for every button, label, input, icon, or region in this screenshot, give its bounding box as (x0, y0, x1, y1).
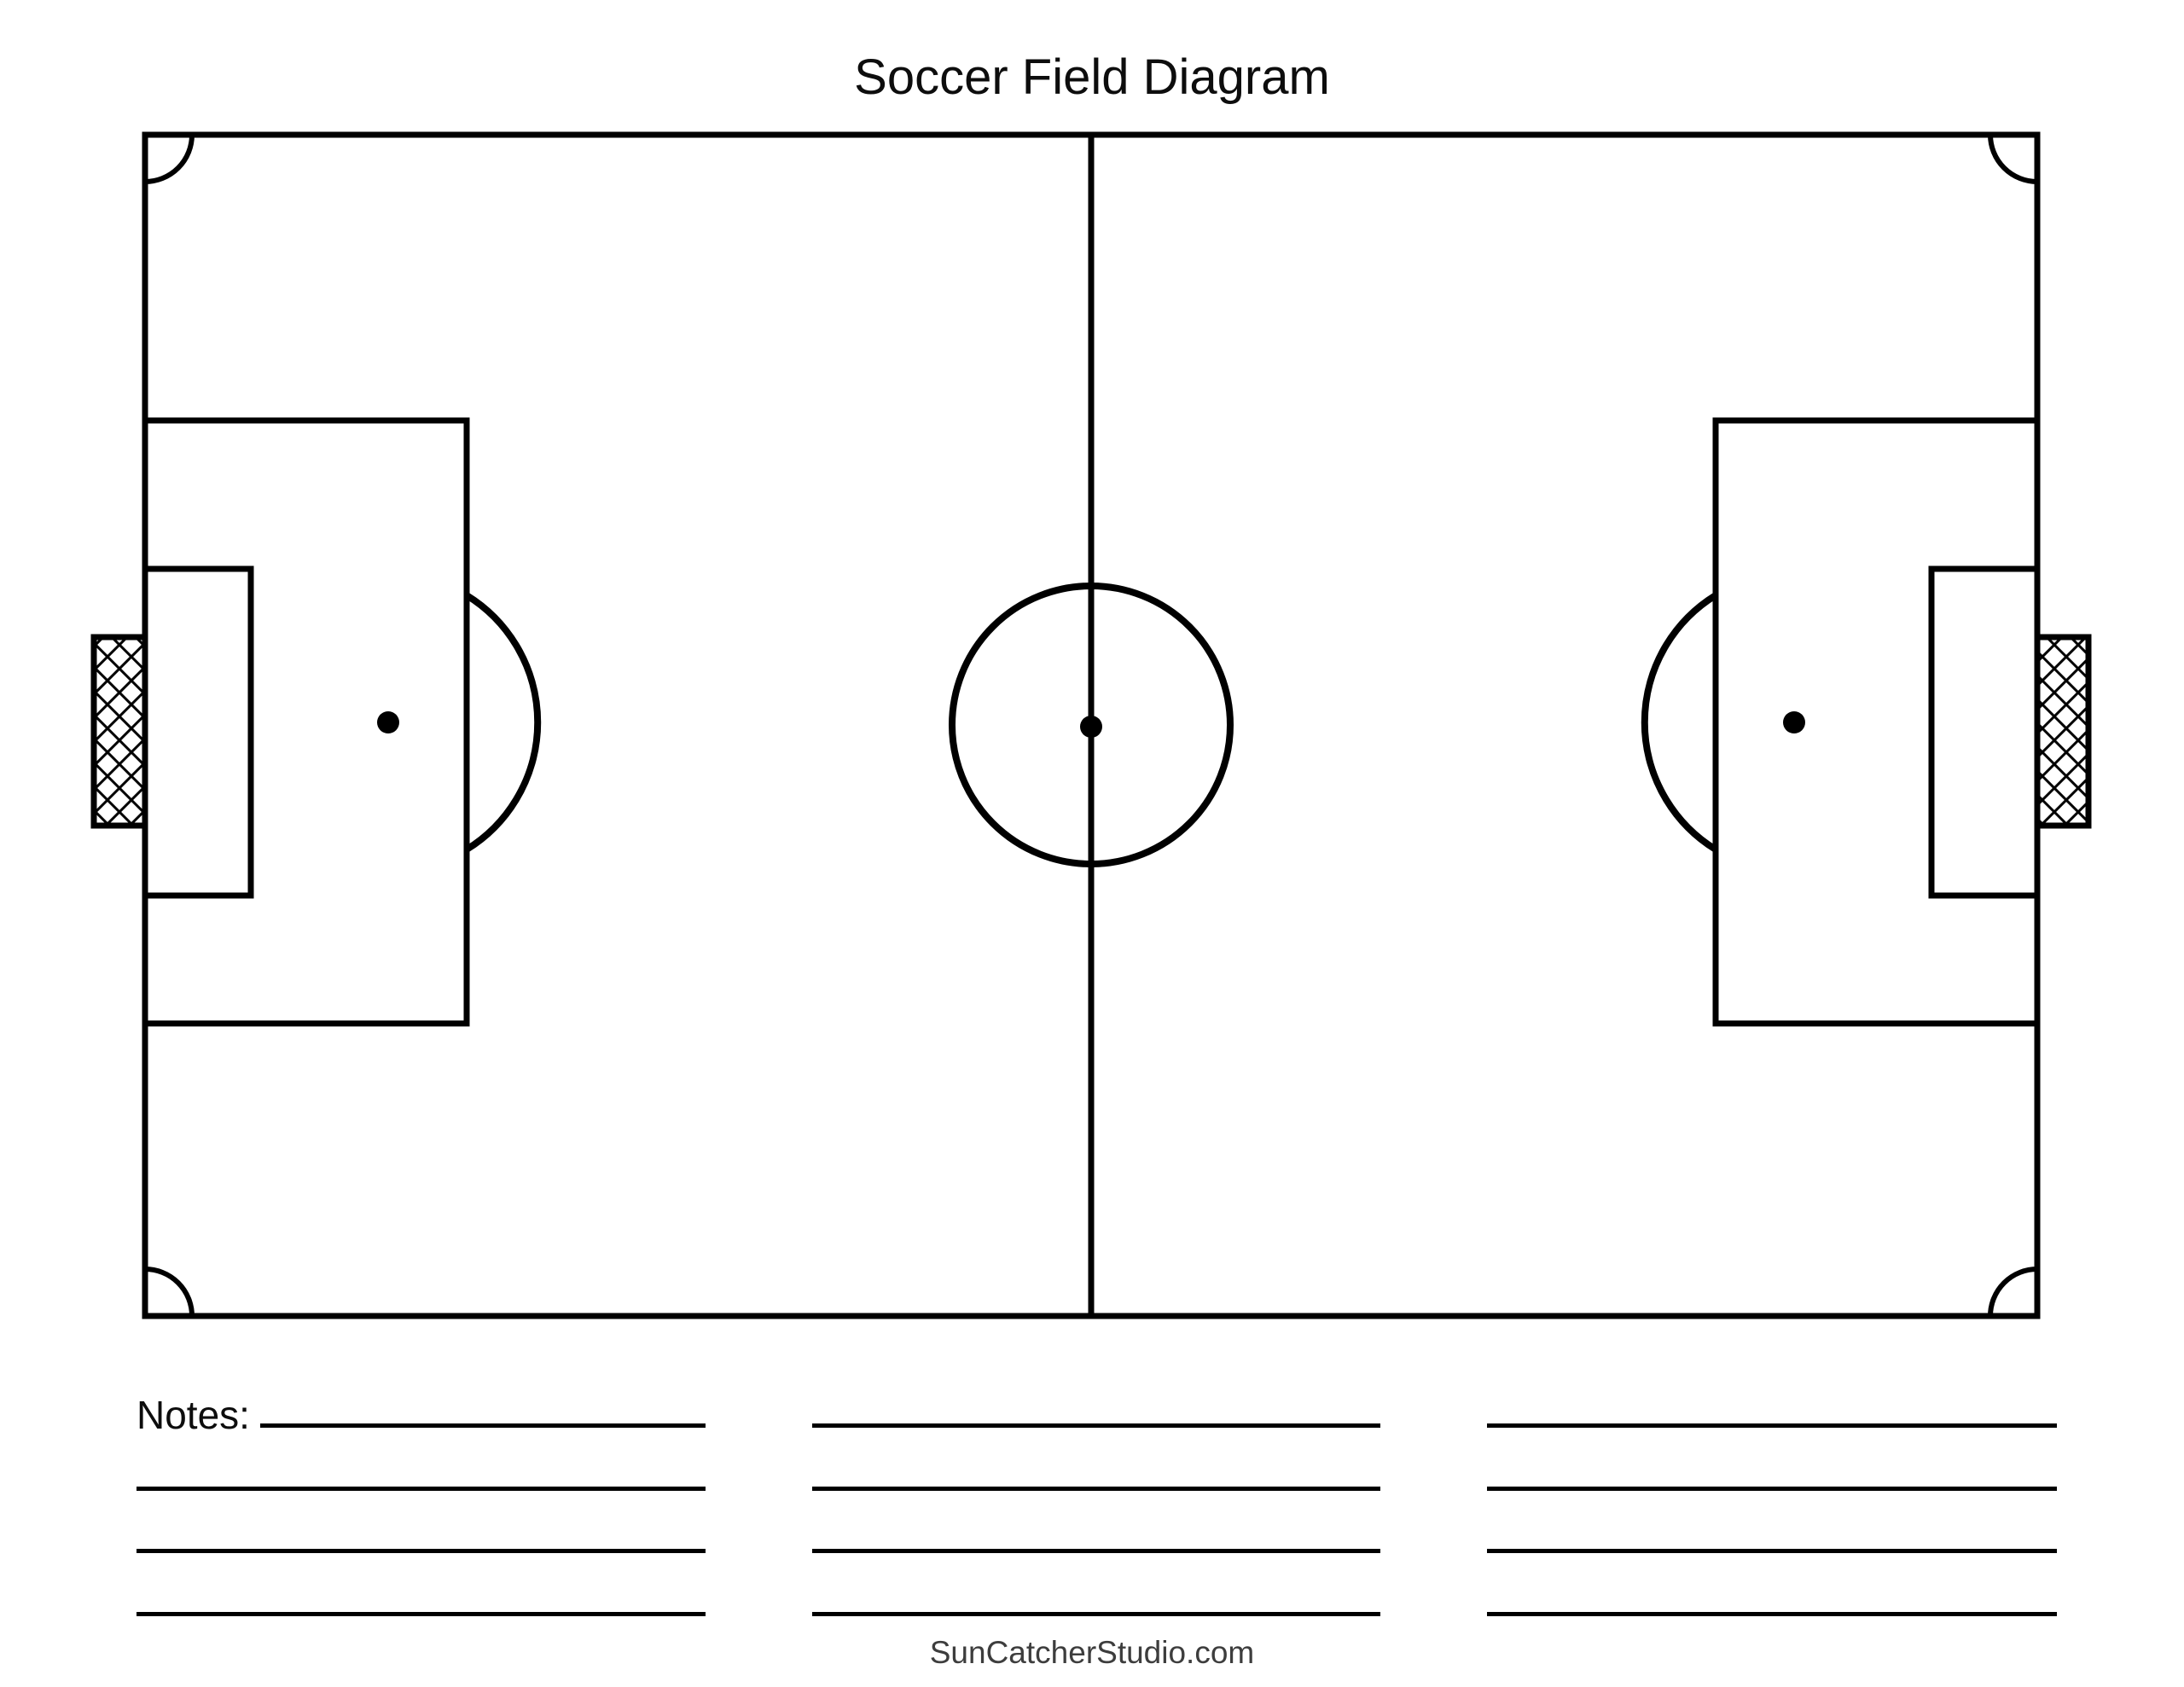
notes-line (1487, 1487, 2057, 1491)
notes-line (136, 1549, 706, 1553)
page-title: Soccer Field Diagram (854, 49, 1330, 105)
center-spot (1080, 716, 1102, 738)
goal-right (2034, 634, 2092, 829)
corner-arc-bottom-left (144, 1267, 195, 1317)
notes-line (812, 1612, 1380, 1616)
corner-arc-bottom-right (1988, 1267, 2038, 1317)
notes-line (1487, 1612, 2057, 1616)
notes-line (260, 1423, 706, 1428)
penalty-area-left (142, 417, 470, 1027)
penalty-spot-left (377, 711, 399, 733)
penalty-arc-left (464, 592, 542, 853)
notes-line (1487, 1549, 2057, 1553)
goal-area-right (1928, 565, 2041, 899)
penalty-arc-right (1641, 592, 1718, 853)
penalty-area-right (1712, 417, 2041, 1027)
goal-area-left (142, 565, 254, 899)
corner-arc-top-right (1988, 134, 2038, 184)
notes-line (136, 1612, 706, 1616)
notes-line (812, 1487, 1380, 1491)
goal-left (90, 634, 148, 829)
notes-label: Notes: (136, 1393, 250, 1437)
corner-arc-top-left (144, 134, 195, 184)
notes-line (1487, 1423, 2057, 1428)
notes-line (812, 1423, 1380, 1428)
notes-line (136, 1487, 706, 1491)
brand-footer: SunCatcherStudio.com (929, 1635, 1255, 1670)
penalty-spot-right (1783, 711, 1805, 733)
notes-line (812, 1549, 1380, 1553)
center-circle (949, 583, 1234, 867)
